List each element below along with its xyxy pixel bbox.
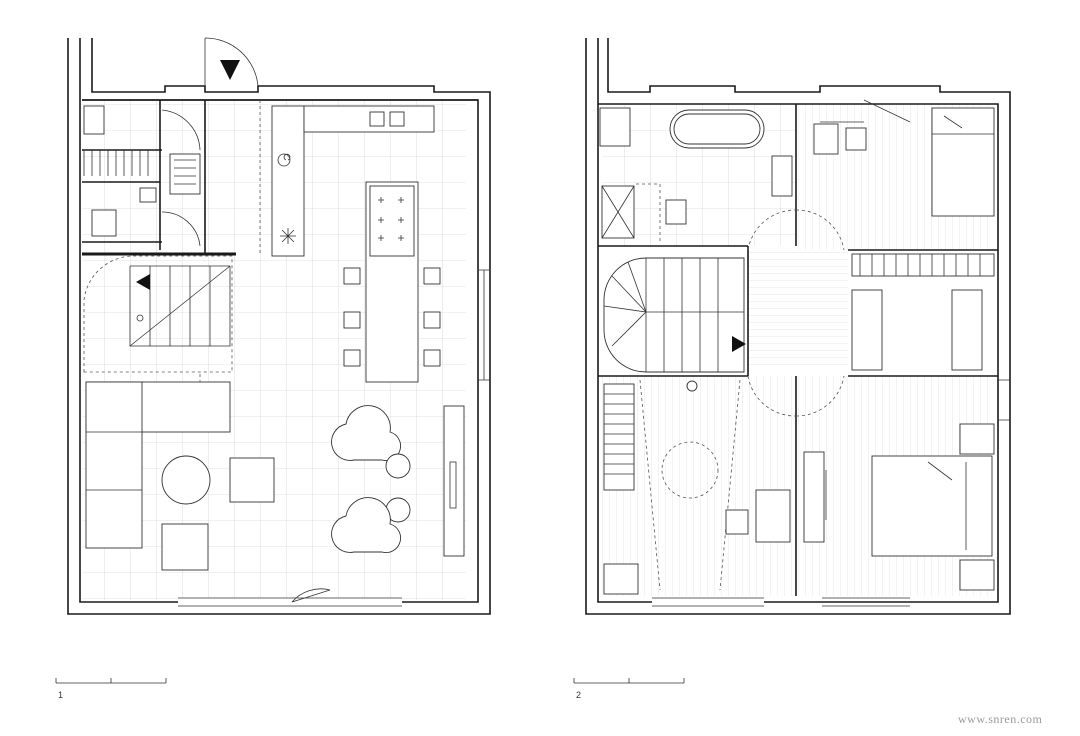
plan-label-1: 1 (58, 690, 64, 700)
lounge-chair (331, 405, 401, 461)
stair-outline (83, 255, 233, 373)
vanity (771, 155, 793, 197)
stair-arrow-icon (136, 274, 150, 290)
desk-child (755, 489, 791, 543)
toilet (91, 209, 117, 237)
rug (661, 441, 719, 499)
basin (139, 187, 157, 203)
stair-arrow-icon-upper (732, 336, 746, 352)
sideboard (443, 405, 465, 557)
spiral-icon (277, 153, 291, 167)
stool (343, 267, 361, 285)
wc-door (161, 109, 201, 151)
shower-tray (169, 153, 201, 195)
shelving (603, 383, 635, 491)
wc-sink (83, 105, 105, 135)
spiral-stair (603, 257, 745, 373)
dresser (803, 451, 825, 543)
kitchen-sink (369, 111, 385, 127)
wardrobe (851, 253, 995, 277)
ground-floor-plan (67, 37, 491, 615)
pouf (229, 457, 275, 503)
coffee-table (161, 455, 211, 505)
plan-label-2: 2 (576, 690, 582, 700)
bed-single (931, 107, 995, 217)
desk (813, 123, 839, 155)
armchair (161, 523, 209, 571)
star-icon (280, 228, 296, 244)
watermark: www.snren.com (958, 712, 1043, 726)
bed-double (871, 455, 993, 557)
upper-floor-plan (585, 38, 1011, 615)
door-swing (747, 209, 845, 251)
scale-bar-2 (573, 678, 685, 684)
entry-arrow-icon (220, 60, 240, 80)
scale-bar-1 (55, 678, 167, 684)
